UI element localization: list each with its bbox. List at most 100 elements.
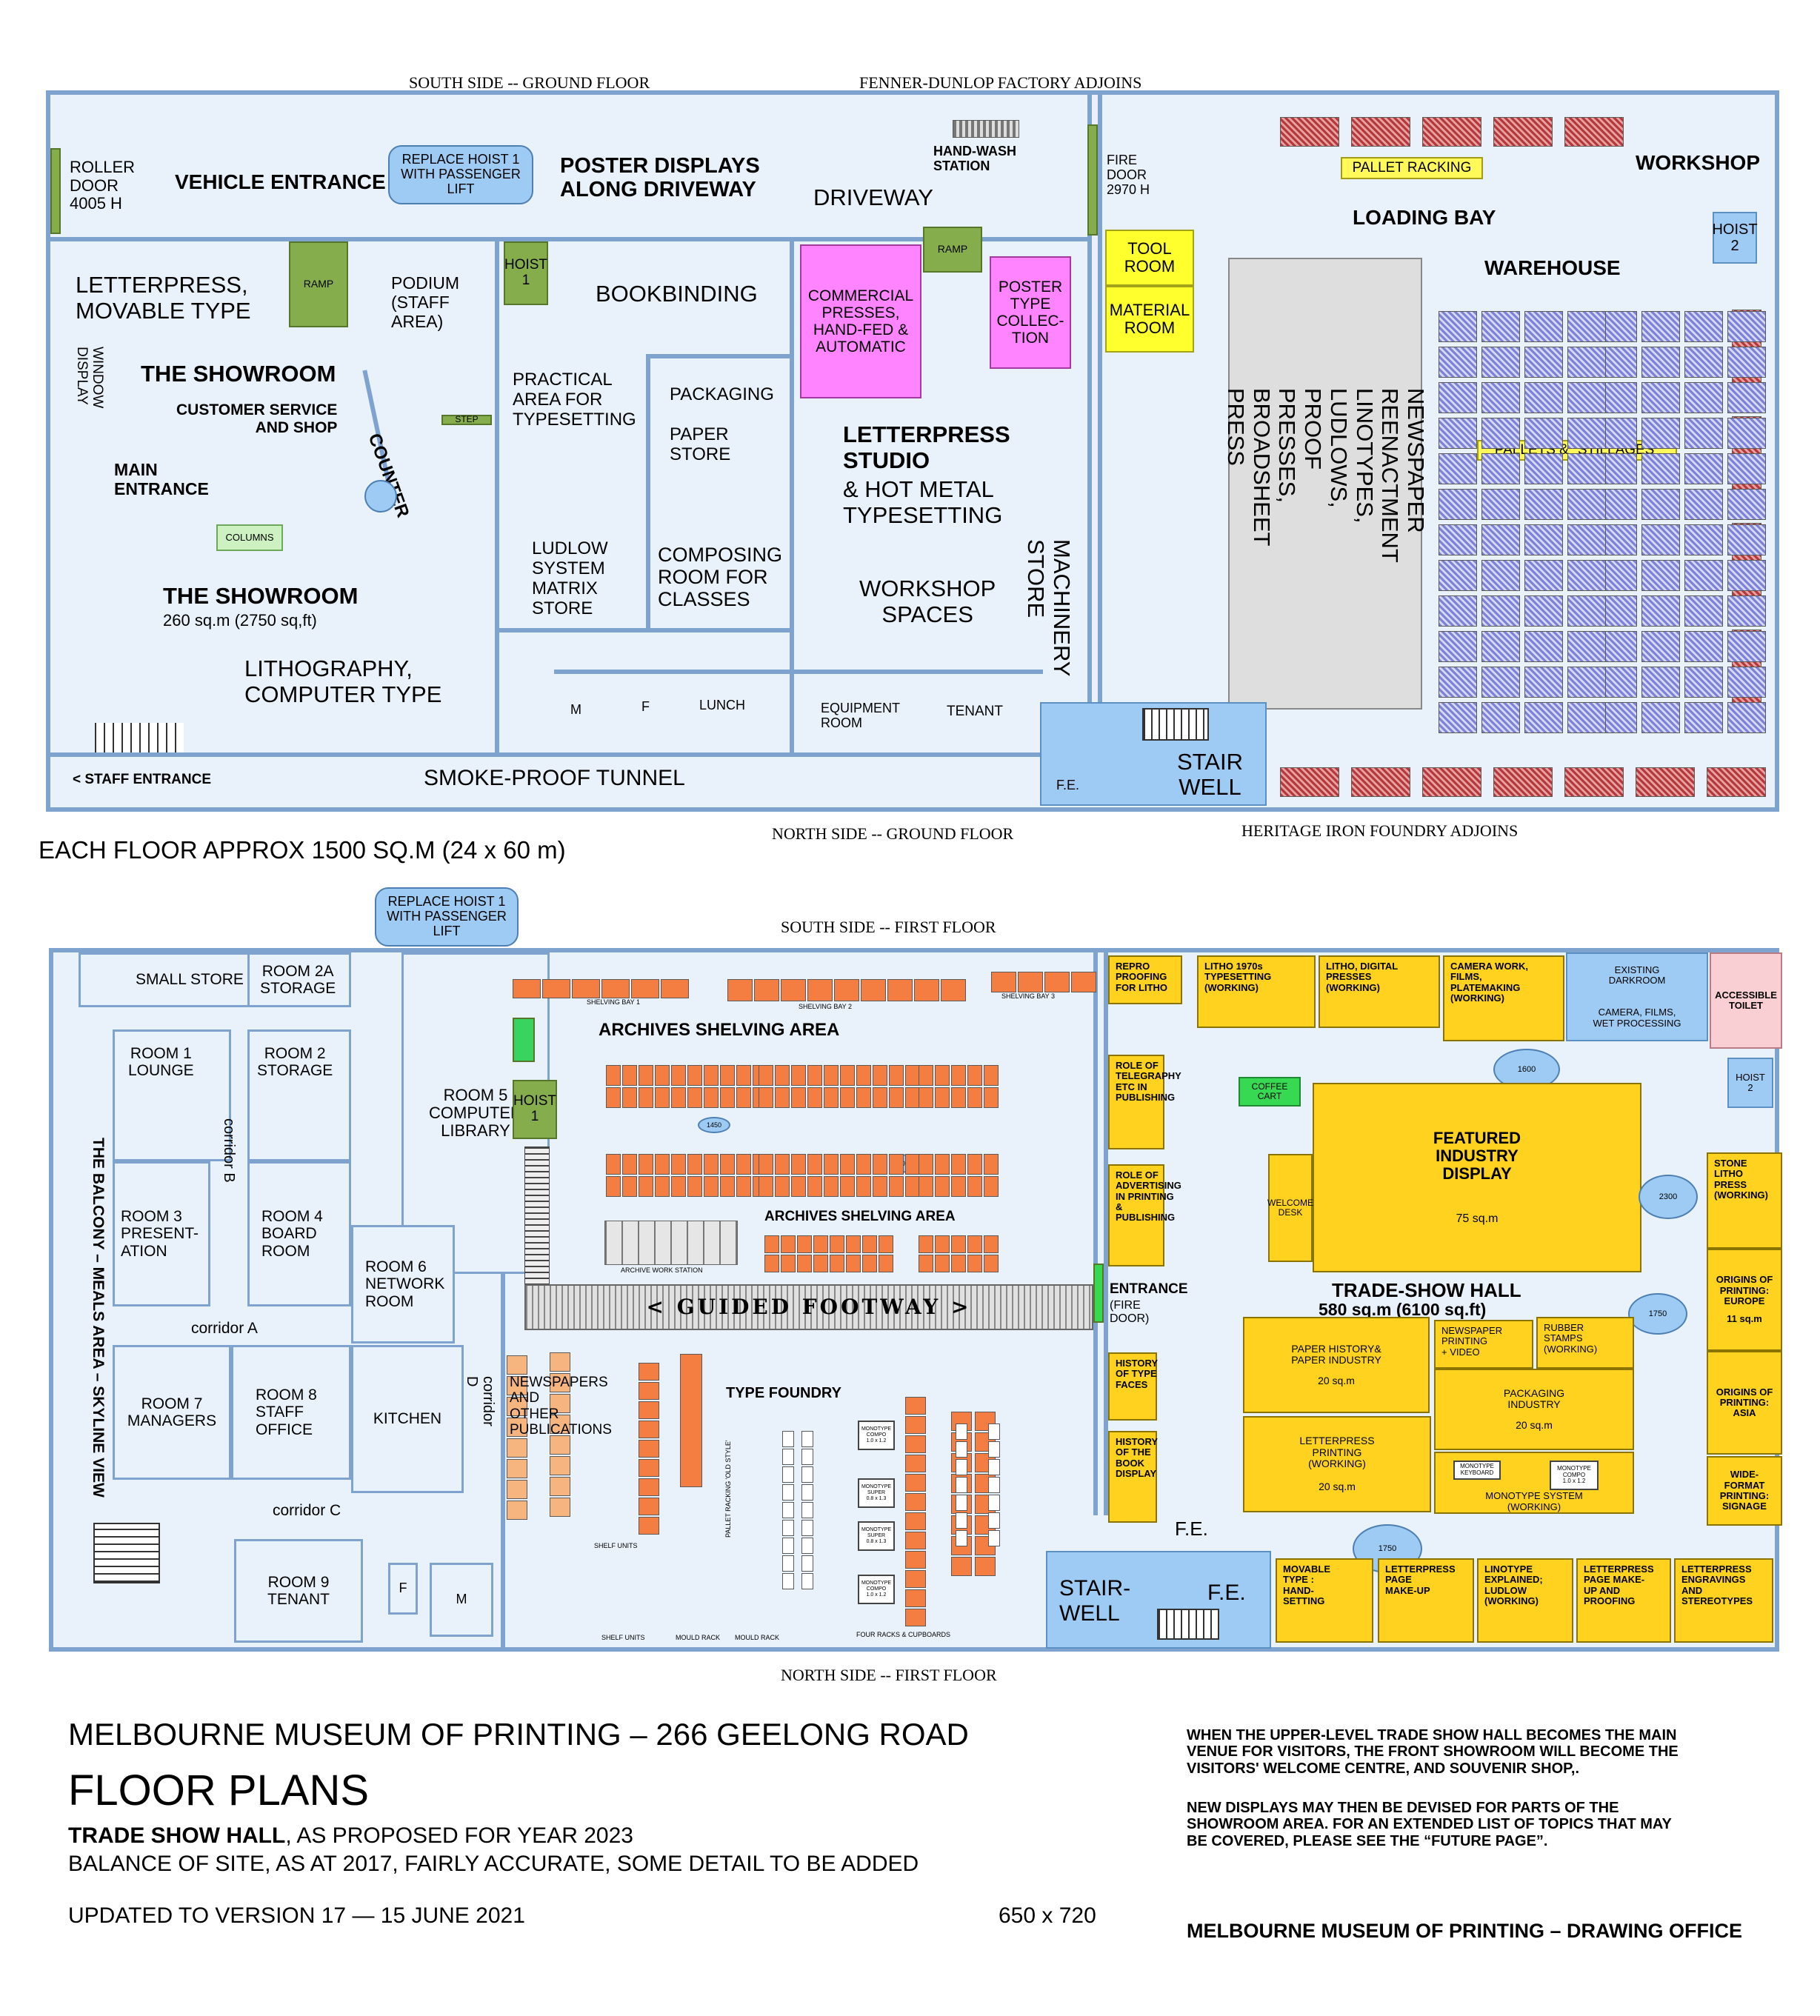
shelf (781, 979, 806, 1001)
wall-studio (790, 237, 794, 755)
first-stairs-offices (93, 1523, 160, 1583)
shelf (655, 1087, 670, 1108)
shelf (879, 1235, 893, 1253)
pallet (1727, 311, 1766, 342)
pallet (1481, 453, 1520, 484)
shelf (639, 1363, 659, 1381)
shelf (919, 1176, 933, 1197)
pallet-rack (1351, 117, 1410, 147)
type-case (988, 1441, 1000, 1458)
first-toilet-m: M (430, 1563, 493, 1637)
pallet (1567, 382, 1606, 413)
ground-hoist-1: HOIST 1 (504, 241, 548, 305)
shelf (720, 1065, 735, 1086)
shelf (791, 1087, 806, 1108)
newspaper-reenactment-label: NEWSPAPER REENACTMENT LINOTYPES, LUDLOWS… (1222, 388, 1429, 563)
shelf (824, 1176, 839, 1197)
shelf (639, 1065, 653, 1086)
pallet (1524, 631, 1563, 662)
pallet (1684, 418, 1723, 449)
trade-show-note: TRADE SHOW HALL, AS PROPOSED FOR YEAR 20… (68, 1823, 633, 1849)
shelf (775, 1154, 790, 1175)
shelf (840, 1154, 855, 1175)
workshop-label: WORKSHOP (1636, 151, 1760, 174)
letterpress-page-makeup: LETTERPRESS PAGE MAKE-UP (1378, 1558, 1474, 1643)
pallet (1727, 524, 1766, 555)
shelf (967, 1176, 982, 1197)
pallet (1684, 631, 1723, 662)
shelf (671, 1154, 686, 1175)
monotype-compo-1: MONOTYPE COMPO 1.0 x 1.2 (858, 1421, 895, 1450)
shelf (622, 1154, 637, 1175)
shelf (720, 1176, 735, 1197)
wall-warehouse-2 (1098, 95, 1102, 806)
type-case (956, 1459, 967, 1475)
ground-south-header: SOUTH SIDE -- GROUND FLOOR (409, 73, 650, 92)
type-case (782, 1431, 794, 1447)
type-case (801, 1520, 813, 1536)
ground-stairs-main (1142, 708, 1209, 741)
type-case (956, 1477, 967, 1493)
mould-rack-2: MOULD RACK (735, 1634, 780, 1641)
shelf (873, 1065, 887, 1086)
pallet (1439, 382, 1477, 413)
room-9: ROOM 9 TENANT (234, 1539, 363, 1643)
first-stair-well-label: STAIR- WELL (1059, 1576, 1131, 1626)
shelf (935, 1176, 950, 1197)
shelf (507, 1376, 527, 1395)
wall-tradeshow-2 (1104, 952, 1108, 1515)
entrance-fire-door[interactable] (1093, 1264, 1104, 1323)
floor-area-note: EACH FLOOR APPROX 1500 SQ.M (24 x 60 m) (39, 836, 566, 864)
pallet (1524, 347, 1563, 378)
pallet (1439, 524, 1477, 555)
pallet (1727, 667, 1766, 698)
shelf (862, 1235, 877, 1253)
commercial-presses-room: COMMERCIAL PRESSES, HAND-FED & AUTOMATIC (800, 244, 921, 398)
archive-work-label: ARCHIVE WORK STATION (621, 1266, 703, 1274)
shelf (905, 1551, 926, 1569)
shelf (984, 1176, 999, 1197)
pallet (1439, 595, 1477, 627)
shelf (775, 1087, 790, 1108)
pallet (1567, 631, 1606, 662)
stone-litho-press: STONE LITHO PRESS (WORKING) (1707, 1152, 1782, 1249)
shelf (830, 1235, 844, 1253)
shelf (813, 1235, 828, 1253)
shelf (687, 1087, 702, 1108)
shelf (797, 1255, 812, 1272)
letterpress-movable-label: LETTERPRESS, MOVABLE TYPE (76, 272, 251, 324)
shelf (797, 1235, 812, 1253)
type-case (782, 1555, 794, 1572)
shelf (905, 1154, 920, 1175)
trade-show-rest: , AS PROPOSED FOR YEAR 2023 (285, 1823, 633, 1848)
shelf (704, 1154, 719, 1175)
welcome-desk: WELCOME DESK (1267, 1154, 1313, 1262)
type-case (782, 1466, 794, 1483)
pallet (1727, 560, 1766, 591)
shelf (967, 1087, 982, 1108)
poster-displays-label: POSTER DISPLAYS ALONG DRIVEWAY (560, 154, 760, 202)
role-of-telegraphy: ROLE OF TELEGRAPHY ETC IN PUBLISHING (1108, 1055, 1181, 1149)
shelf (856, 1065, 871, 1086)
tool-room: TOOL ROOM (1105, 230, 1194, 286)
lunch-label: LUNCH (699, 698, 746, 712)
pallet (1439, 631, 1477, 662)
shelf (671, 1176, 686, 1197)
four-racks-label: FOUR RACKS & CUPBOARDS (856, 1631, 951, 1638)
litho-digital: LITHO, DIGITAL PRESSES (WORKING) (1319, 955, 1440, 1028)
pallet (1439, 453, 1477, 484)
type-case (988, 1423, 1000, 1440)
wall-offices (501, 952, 505, 1649)
shelf (813, 1255, 828, 1272)
shelf (736, 1087, 751, 1108)
shelf (606, 1176, 621, 1197)
type-case (801, 1502, 813, 1518)
monotype-compo-2: MONOTYPE COMPO 1.0 x 1.2 (858, 1575, 895, 1604)
shelf (550, 1477, 570, 1496)
first-hoist-callout: REPLACE HOIST 1 WITH PASSENGER LIFT (375, 887, 519, 947)
pallet (1684, 382, 1723, 413)
corridor-a-label: corridor A (191, 1320, 258, 1337)
monotype-compo-hall: MONOTYPE COMPO 1.0 x 1.2 (1550, 1461, 1599, 1490)
main-entrance-label: MAIN ENTRANCE (114, 460, 209, 498)
type-case (801, 1538, 813, 1554)
